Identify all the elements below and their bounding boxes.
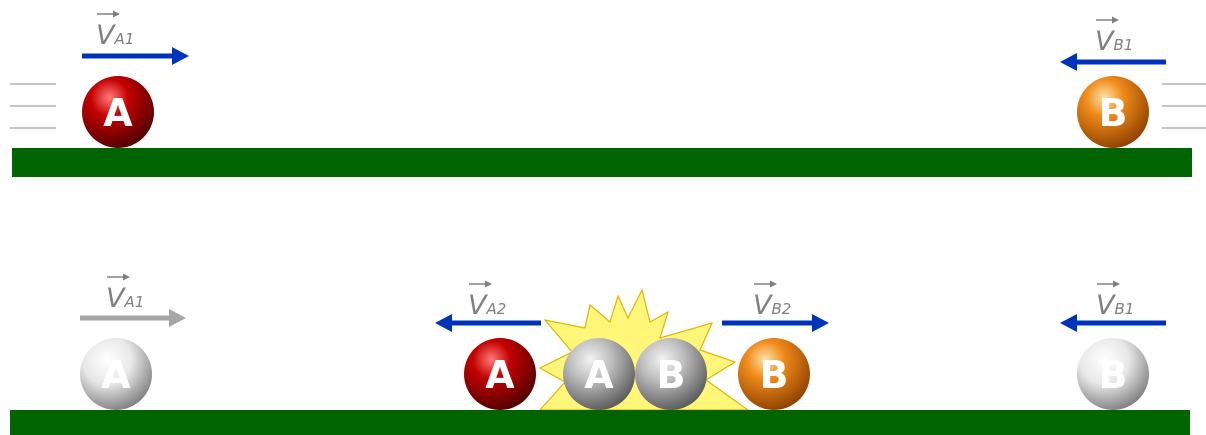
svg-text:B: B (1099, 353, 1128, 397)
svg-text:VA1: VA1 (96, 20, 134, 51)
ball-a-after: A (464, 338, 536, 410)
ball-b-letter: B (1099, 91, 1128, 135)
ball-b-after: B (738, 338, 810, 410)
svg-text:VB2: VB2 (753, 290, 791, 321)
ball-a-letter: A (103, 91, 133, 135)
velocity-arrow-b1 (1060, 53, 1166, 71)
svg-text:VA2: VA2 (468, 290, 506, 321)
svg-text:A: A (485, 353, 515, 397)
ground-bottom (10, 410, 1190, 435)
ghost-ball-b-initial: B (1077, 338, 1149, 410)
velocity-arrow-a1 (82, 47, 189, 65)
velocity-label-a2: VA2 (468, 280, 506, 321)
velocity-label-b1: VB1 (1095, 16, 1133, 57)
motion-lines-b (1162, 83, 1206, 129)
ghost-ball-b-collision: B (635, 338, 707, 410)
velocity-label-a1-initial: VA1 (106, 273, 144, 314)
svg-text:VA1: VA1 (106, 283, 144, 314)
velocity-arrow-a2 (435, 314, 541, 332)
ghost-ball-a-collision: A (563, 338, 635, 410)
motion-lines-a (10, 83, 56, 129)
ball-a-top: A (82, 76, 154, 148)
svg-text:VB1: VB1 (1096, 290, 1134, 321)
svg-text:B: B (657, 353, 686, 397)
svg-text:A: A (101, 353, 131, 397)
top-scene: A B VA1 VB1 (10, 10, 1206, 177)
velocity-arrow-a1-initial (80, 309, 186, 327)
velocity-arrow-b1-initial (1060, 314, 1166, 332)
bottom-scene: A B A B A B (10, 273, 1190, 435)
velocity-arrow-b2 (722, 314, 829, 332)
svg-text:A: A (584, 353, 614, 397)
svg-text:B: B (760, 353, 789, 397)
ball-b-top: B (1077, 76, 1149, 148)
ground-top (12, 148, 1192, 177)
svg-text:VB1: VB1 (1095, 26, 1133, 57)
velocity-label-a1: VA1 (96, 10, 134, 51)
velocity-label-b2: VB2 (753, 280, 791, 321)
velocity-label-b1-initial: VB1 (1096, 280, 1134, 321)
ghost-ball-a-initial: A (80, 338, 152, 410)
